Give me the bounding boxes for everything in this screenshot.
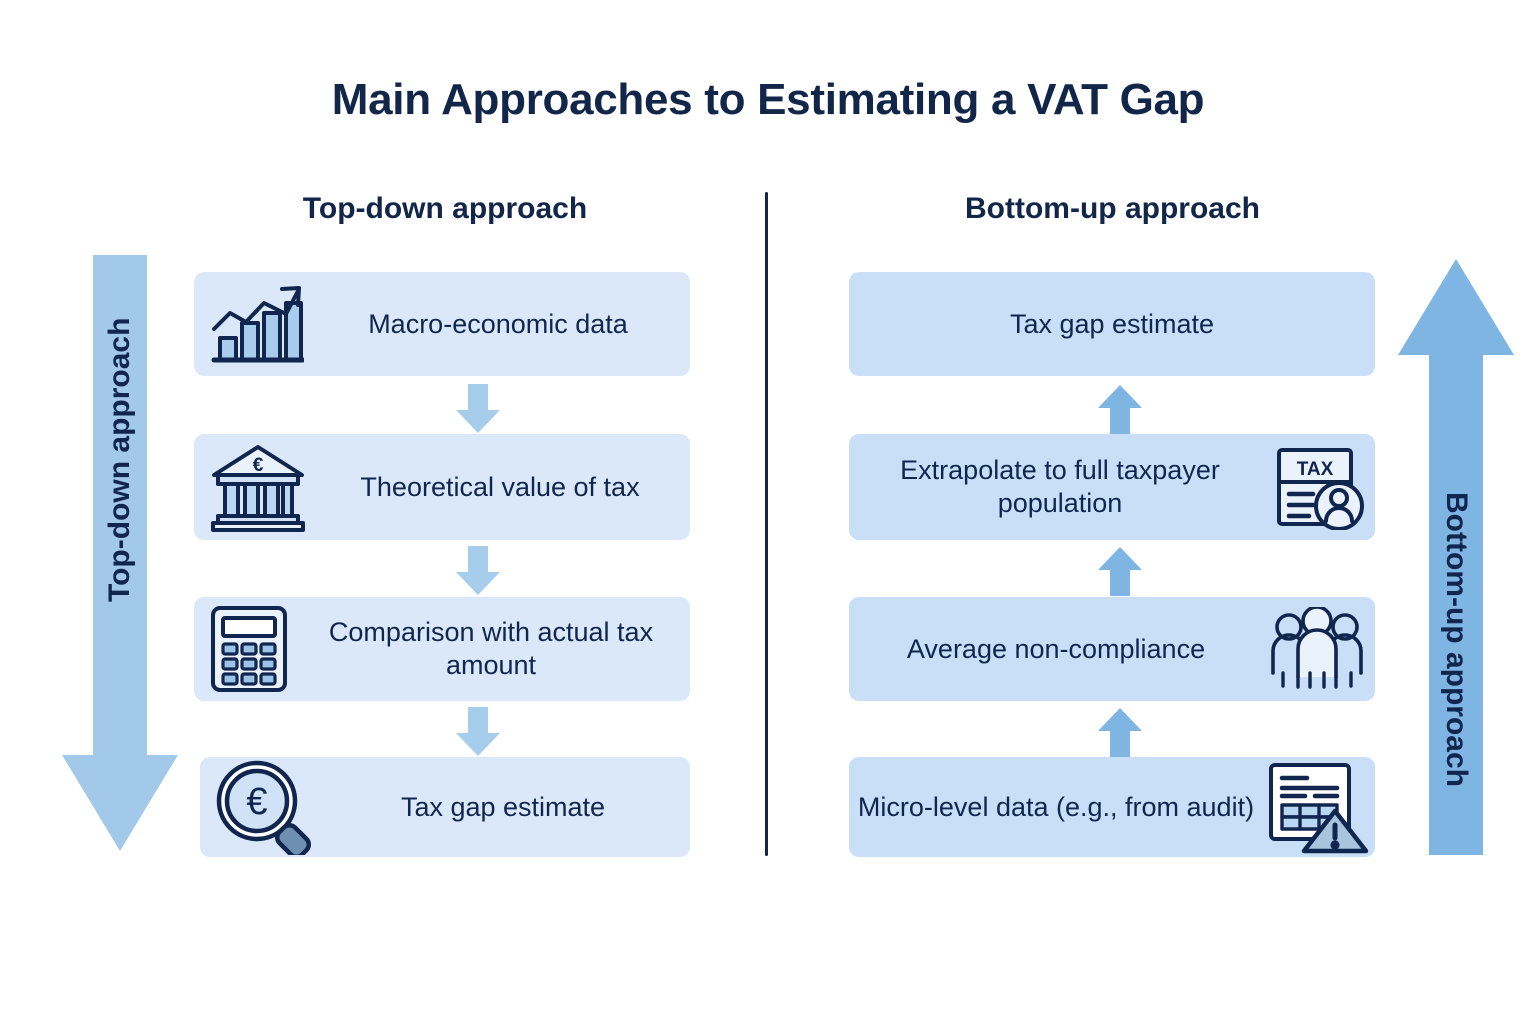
column-header-bottom-up: Bottom-up approach (965, 192, 1260, 225)
connector-arrow-down (456, 384, 500, 433)
connector-arrow-up (1098, 547, 1142, 596)
flow-step-tax-gap-estimate-left[interactable]: € Tax gap estimate (200, 757, 690, 857)
flow-step-average-non-compliance[interactable]: Average non-compliance (849, 597, 1375, 701)
bottom-up-arrow-label: Bottom-up approach (1439, 492, 1473, 787)
svg-text:TAX: TAX (1297, 459, 1334, 480)
flow-step-label: Extrapolate to full taxpayer population (900, 455, 1220, 518)
flow-step-label: Tax gap estimate (1009, 308, 1215, 339)
spreadsheet-warning-icon (1265, 759, 1369, 855)
people-group-icon (1265, 607, 1369, 691)
flow-step-label: Comparison with actual tax amount (328, 617, 654, 680)
flow-step-label: Tax gap estimate (400, 791, 606, 822)
column-divider (765, 192, 768, 856)
calculator-icon (208, 604, 290, 694)
top-down-arrow-label: Top-down approach (103, 318, 137, 602)
bar-chart-growth-icon (208, 281, 304, 367)
flow-step-micro-level-data[interactable]: Micro-level data (e.g., from audit) (849, 757, 1375, 857)
bottom-up-direction-arrow (1398, 259, 1514, 855)
tax-document-person-icon: TAX (1273, 444, 1369, 530)
flow-step-extrapolate-to-full-taxpayer-population[interactable]: Extrapolate to full taxpayer population … (849, 434, 1375, 540)
flow-step-tax-gap-estimate-right[interactable]: Tax gap estimate (849, 272, 1375, 376)
flow-step-label: Theoretical value of tax (360, 471, 640, 502)
flow-step-comparison-with-actual-tax-amount[interactable]: Comparison with actual tax amount (194, 597, 690, 701)
flow-step-label: Average non-compliance (906, 633, 1206, 664)
connector-arrow-down (456, 546, 500, 595)
svg-text:€: € (253, 455, 264, 476)
top-down-direction-arrow (62, 255, 178, 851)
page-title: Main Approaches to Estimating a VAT Gap (331, 75, 1205, 124)
connector-arrow-up (1098, 708, 1142, 757)
flow-step-label: Macro-economic data (368, 308, 628, 339)
column-header-top-down: Top-down approach (302, 192, 588, 225)
flow-step-macro-economic-data[interactable]: Macro-economic data (194, 272, 690, 376)
flow-step-theoretical-value-of-tax[interactable]: € Theoretical value of tax (194, 434, 690, 540)
connector-arrow-down (456, 707, 500, 756)
flow-step-label: Micro-level data (e.g., from audit) (857, 791, 1255, 822)
svg-text:€: € (246, 781, 267, 823)
bank-euro-icon: € (208, 441, 308, 533)
magnifier-euro-icon: € (214, 759, 314, 855)
connector-arrow-up (1098, 385, 1142, 434)
